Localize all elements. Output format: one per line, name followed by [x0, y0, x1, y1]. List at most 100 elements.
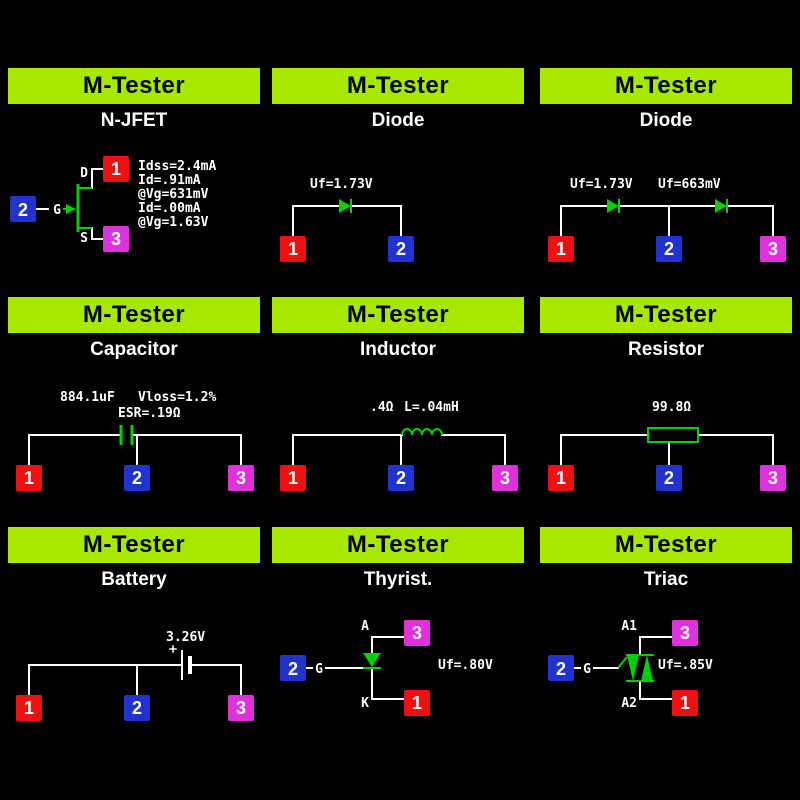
terminal-number: 1 — [288, 468, 298, 488]
component-title: Diode — [639, 110, 693, 131]
terminal-number: 2 — [396, 468, 406, 488]
pin-label-g: G — [583, 662, 591, 677]
terminal-badge-1 — [548, 465, 574, 491]
jfet-icon — [63, 184, 92, 232]
mtester-header: M-Tester — [272, 297, 524, 333]
terminal-number: 1 — [24, 468, 34, 488]
wires — [560, 434, 774, 466]
resistor-icon — [647, 427, 699, 443]
terminal-number: 2 — [396, 239, 406, 259]
terminal-number: 3 — [768, 468, 778, 488]
terminal-badge-2 — [124, 465, 150, 491]
pin-label-d: D — [80, 166, 88, 181]
panel-battery: M-Tester Battery 3.26V 1 2 3 — [8, 527, 260, 747]
terminal-number: 1 — [24, 698, 34, 718]
uf-reading-2: Uf=663mV — [658, 177, 721, 192]
diode-schematic: Uf=1.73V 1 2 — [280, 177, 414, 262]
terminal-badge-2 — [656, 465, 682, 491]
terminal-number: 1 — [556, 239, 566, 259]
pin-label-g: G — [315, 662, 323, 677]
panel-triac: M-Tester Triac Uf=.85V G A1 A2 — [540, 527, 792, 747]
terminal-badge-2 — [280, 655, 306, 681]
pin-label-s: S — [80, 231, 88, 246]
terminal-number: 2 — [132, 698, 142, 718]
terminal-badge-3 — [228, 465, 254, 491]
component-title: Resistor — [627, 339, 705, 360]
panel-diode-double: M-Tester Diode Uf=1.73V Uf=663mV 1 — [540, 68, 792, 288]
terminal-number: 2 — [664, 239, 674, 259]
wires — [292, 434, 506, 466]
terminal-badge-1 — [280, 465, 306, 491]
diode-icon-2 — [715, 199, 728, 213]
pin-label-a1: A1 — [621, 619, 637, 634]
terminal-number: 1 — [556, 468, 566, 488]
uf-reading: Uf=.80V — [438, 658, 493, 673]
component-title: Capacitor — [90, 339, 178, 360]
terminal-number: 2 — [556, 659, 566, 679]
panel-resistor: M-Tester Resistor 99.8Ω 1 2 3 — [540, 297, 792, 517]
mtester-header: M-Tester — [540, 297, 792, 333]
wires — [28, 434, 242, 466]
double-diode-schematic: Uf=1.73V Uf=663mV 1 2 3 — [548, 177, 786, 262]
mtester-header: M-Tester — [8, 527, 260, 563]
component-title: N-JFET — [100, 110, 168, 131]
reading-line: @Vg=1.63V — [138, 215, 209, 230]
mtester-header: M-Tester — [540, 68, 792, 104]
terminal-badge-3 — [760, 236, 786, 262]
resistance-reading: 99.8Ω — [652, 400, 691, 415]
terminal-badge-3 — [404, 620, 430, 646]
voltage-reading: 3.26V — [166, 630, 205, 645]
component-title: Inductor — [360, 339, 436, 360]
terminal-badge-1 — [103, 156, 129, 182]
component-title: Triac — [643, 569, 689, 590]
resistance-reading: .4Ω — [370, 400, 394, 415]
pin-label-g: G — [53, 203, 61, 218]
wires — [305, 636, 405, 700]
panel-inductor: M-Tester Inductor .4Ω L=.04mH 1 2 3 — [272, 297, 524, 517]
reading-line: Id=.00mA — [138, 201, 201, 216]
diode-icon — [339, 199, 352, 213]
vloss-reading: Vloss=1.2% — [138, 390, 216, 405]
terminal-number: 2 — [18, 200, 28, 220]
triac-icon — [617, 654, 654, 682]
jfet-readings: Idss=2.4mA Id=.91mA @Vg=631mV Id=.00mA @… — [138, 159, 216, 230]
terminal-number: 1 — [288, 239, 298, 259]
component-title: Diode — [371, 110, 425, 131]
panel-njfet: M-Tester N-JFET G D S 2 1 3 — [8, 68, 260, 288]
capacitor-icon — [119, 425, 134, 445]
component-title: Battery — [101, 569, 167, 590]
reading-line: @Vg=631mV — [138, 187, 209, 202]
terminal-number: 3 — [768, 239, 778, 259]
terminal-badge-3 — [228, 695, 254, 721]
thyristor-icon — [363, 653, 381, 669]
inductor-schematic: .4Ω L=.04mH 1 2 3 — [280, 400, 518, 491]
wires — [35, 168, 104, 240]
capacitor-schematic: 884.1uF Vloss=1.2% ESR=.19Ω 1 2 3 — [16, 390, 254, 491]
component-title: Thyrist. — [363, 569, 433, 590]
inductor-icon — [401, 428, 443, 436]
terminal-number: 2 — [132, 468, 142, 488]
triac-schematic: Uf=.85V G A1 A2 2 3 — [548, 619, 713, 716]
terminal-badge-2 — [124, 695, 150, 721]
njfet-schematic: G D S 2 1 3 Idss=2.4mA Id=.91mA @Vg=631m… — [10, 156, 216, 252]
resistor-schematic: 99.8Ω 1 2 3 — [548, 400, 786, 491]
terminal-number: 3 — [236, 698, 246, 718]
battery-icon — [169, 645, 192, 680]
uf-reading-1: Uf=1.73V — [570, 177, 633, 192]
terminal-badge-3 — [492, 465, 518, 491]
terminal-number: 3 — [500, 468, 510, 488]
diode-icon-1 — [607, 199, 620, 213]
wires — [573, 636, 673, 700]
terminal-number: 2 — [664, 468, 674, 488]
wires — [560, 205, 774, 237]
reading-line: Id=.91mA — [138, 173, 201, 188]
thyristor-schematic: Uf=.80V G A K 2 3 1 — [280, 619, 493, 716]
pin-label-a2: A2 — [621, 696, 637, 711]
terminal-number: 3 — [680, 623, 690, 643]
terminal-badge-1 — [16, 695, 42, 721]
terminal-badge-2 — [388, 465, 414, 491]
terminal-badge-1 — [280, 236, 306, 262]
terminal-number: 3 — [412, 623, 422, 643]
panel-thyristor: M-Tester Thyrist. Uf=.80V G A K 2 3 — [272, 527, 524, 747]
